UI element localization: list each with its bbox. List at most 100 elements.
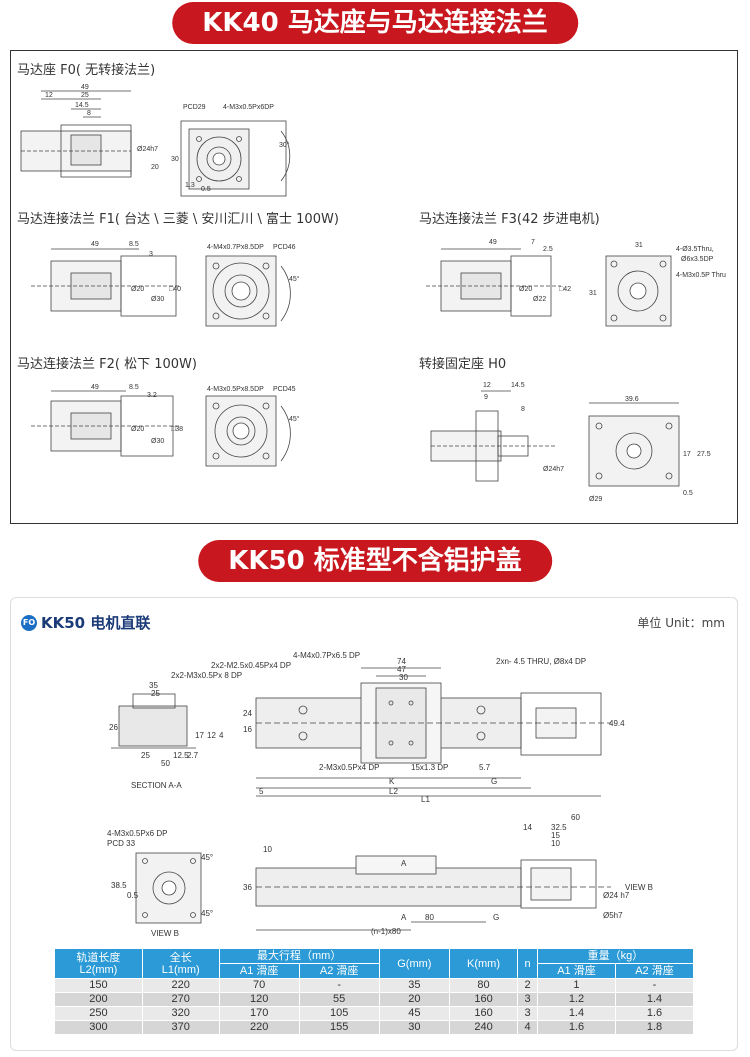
svg-text:(n-1)x80: (n-1)x80 bbox=[371, 927, 401, 936]
svg-text:K: K bbox=[389, 777, 395, 786]
svg-text:17: 17 bbox=[195, 731, 204, 740]
svg-text:4-M3x0.5Px6 DP: 4-M3x0.5Px6 DP bbox=[107, 829, 167, 838]
th-n: n bbox=[517, 948, 538, 979]
f2-front-view bbox=[205, 395, 291, 467]
svg-text:8.5: 8.5 bbox=[129, 241, 139, 248]
svg-text:15: 15 bbox=[551, 831, 560, 840]
table-cell: 105 bbox=[298, 1006, 380, 1021]
f2-side-view bbox=[31, 390, 181, 457]
svg-text:Ø24h7: Ø24h7 bbox=[543, 466, 564, 473]
f3-front-view bbox=[605, 255, 672, 327]
th-stroke-a2: A2 滑座 bbox=[298, 963, 380, 979]
kk40-drawings: 49 12 25 14.5 8 PCD29 4-M3x0.5Px6DP 30 Ø… bbox=[20, 84, 726, 503]
view-b-end bbox=[135, 852, 202, 924]
table-cell: 70 bbox=[218, 978, 300, 993]
svg-text:50: 50 bbox=[161, 759, 170, 768]
svg-text:5: 5 bbox=[259, 787, 264, 796]
svg-text:L2: L2 bbox=[389, 787, 398, 796]
table-cell: 120 bbox=[218, 992, 300, 1007]
table-cell: 30 bbox=[378, 1020, 450, 1035]
th-weight-a1: A1 滑座 bbox=[536, 963, 616, 979]
svg-text:4-M4x0.7Px8.5DP: 4-M4x0.7Px8.5DP bbox=[207, 244, 264, 251]
svg-text:PCD 33: PCD 33 bbox=[107, 839, 136, 848]
svg-text:16: 16 bbox=[243, 725, 252, 734]
h0-title: 转接固定座 H0 bbox=[419, 357, 507, 372]
svg-text:Ø5h7: Ø5h7 bbox=[603, 911, 623, 920]
table-cell: 1.6 bbox=[536, 1020, 616, 1035]
f1-front-view bbox=[205, 255, 291, 327]
svg-text:25: 25 bbox=[81, 92, 89, 99]
svg-text:35: 35 bbox=[149, 681, 158, 690]
svg-text:4-Ø3.5Thru,: 4-Ø3.5Thru, bbox=[676, 246, 714, 253]
svg-text:49: 49 bbox=[489, 239, 497, 246]
banner-kk40: KK40 马达座与马达连接法兰 bbox=[172, 2, 578, 44]
f1-side-view bbox=[31, 248, 181, 317]
f0-front-view bbox=[180, 120, 291, 197]
svg-text:4-M3x0.5P Thru: 4-M3x0.5P Thru bbox=[676, 272, 726, 279]
svg-text:G: G bbox=[493, 913, 499, 922]
h0-side-view bbox=[430, 390, 556, 482]
svg-text:4-M4x0.7Px6.5 DP: 4-M4x0.7Px6.5 DP bbox=[293, 651, 360, 660]
svg-text:8: 8 bbox=[87, 110, 91, 117]
f3-title: 马达连接法兰 F3(42 步进电机) bbox=[419, 212, 600, 227]
f1-title: 马达连接法兰 F1( 台达 \ 三菱 \ 安川汇川 \ 富士 100W) bbox=[17, 212, 339, 227]
svg-text:45°: 45° bbox=[289, 275, 300, 283]
svg-text:38.5: 38.5 bbox=[111, 881, 127, 890]
kk50-drawings: 4-M4x0.7Px6.5 DP 2x2-M2.5x0.45Px4 DP 2x2… bbox=[107, 651, 653, 938]
table-cell: 1.8 bbox=[614, 1020, 695, 1035]
table-cell: - bbox=[614, 978, 695, 993]
f3-side-view bbox=[426, 248, 561, 317]
svg-text:Ø30: Ø30 bbox=[151, 296, 164, 303]
table-cell: 45 bbox=[378, 1006, 450, 1021]
table-cell: 320 bbox=[141, 1006, 220, 1021]
svg-text:1.3: 1.3 bbox=[185, 182, 195, 189]
table-cell: 155 bbox=[298, 1020, 380, 1035]
svg-text:8: 8 bbox=[521, 406, 525, 413]
svg-text:10: 10 bbox=[551, 839, 560, 848]
svg-text:A: A bbox=[401, 913, 407, 922]
table-cell: 150 bbox=[54, 978, 143, 993]
table-cell: 1.4 bbox=[536, 1006, 616, 1021]
f0-side-view bbox=[20, 90, 132, 178]
section-aa-view bbox=[111, 693, 196, 749]
table-cell: 370 bbox=[141, 1020, 220, 1035]
banner-kk50: KK50 标准型不含铝护盖 bbox=[198, 540, 552, 582]
svg-text:Ø20: Ø20 bbox=[131, 286, 144, 293]
th-stroke-a1: A1 滑座 bbox=[218, 963, 300, 979]
unit-label: 单位 Unit：mm bbox=[637, 616, 725, 630]
svg-text:Ø22: Ø22 bbox=[533, 296, 546, 303]
svg-text:□38: □38 bbox=[171, 426, 183, 433]
svg-text:25: 25 bbox=[151, 689, 160, 698]
svg-text:2x2-M2.5x0.45Px4 DP: 2x2-M2.5x0.45Px4 DP bbox=[211, 661, 291, 670]
kk50-title-text: KK50 电机直联 bbox=[41, 614, 151, 632]
table-cell: 2 bbox=[517, 978, 538, 993]
table-cell: 200 bbox=[54, 992, 143, 1007]
svg-text:25: 25 bbox=[141, 751, 150, 760]
svg-text:14.5: 14.5 bbox=[75, 102, 89, 109]
kk40-drawing-panel: 马达座 F0( 无转接法兰) 马达连接法兰 F1( 台达 \ 三菱 \ 安川汇川… bbox=[10, 50, 738, 524]
svg-text:45°: 45° bbox=[289, 415, 300, 423]
h0-front-view bbox=[588, 402, 680, 487]
svg-text:PCD29: PCD29 bbox=[183, 104, 206, 111]
svg-text:45°: 45° bbox=[201, 853, 213, 862]
svg-text:0.5: 0.5 bbox=[201, 186, 211, 193]
svg-text:15x1.3 DP: 15x1.3 DP bbox=[411, 763, 448, 772]
svg-text:Ø20: Ø20 bbox=[519, 286, 532, 293]
table-cell: 270 bbox=[141, 992, 220, 1007]
table-cell: 240 bbox=[448, 1020, 519, 1035]
svg-text:4-M3x0.5Px6DP: 4-M3x0.5Px6DP bbox=[223, 104, 274, 111]
table-cell: 55 bbox=[298, 992, 380, 1007]
th-k: K(mm) bbox=[448, 948, 519, 979]
kk50-side-view bbox=[255, 855, 611, 931]
table-cell: - bbox=[298, 978, 380, 993]
svg-text:32.5: 32.5 bbox=[551, 823, 567, 832]
svg-text:4-M3x0.5Px8.5DP: 4-M3x0.5Px8.5DP bbox=[207, 386, 264, 393]
table-cell: 1.4 bbox=[614, 992, 695, 1007]
svg-text:□42: □42 bbox=[559, 286, 571, 293]
svg-text:12: 12 bbox=[45, 92, 53, 99]
